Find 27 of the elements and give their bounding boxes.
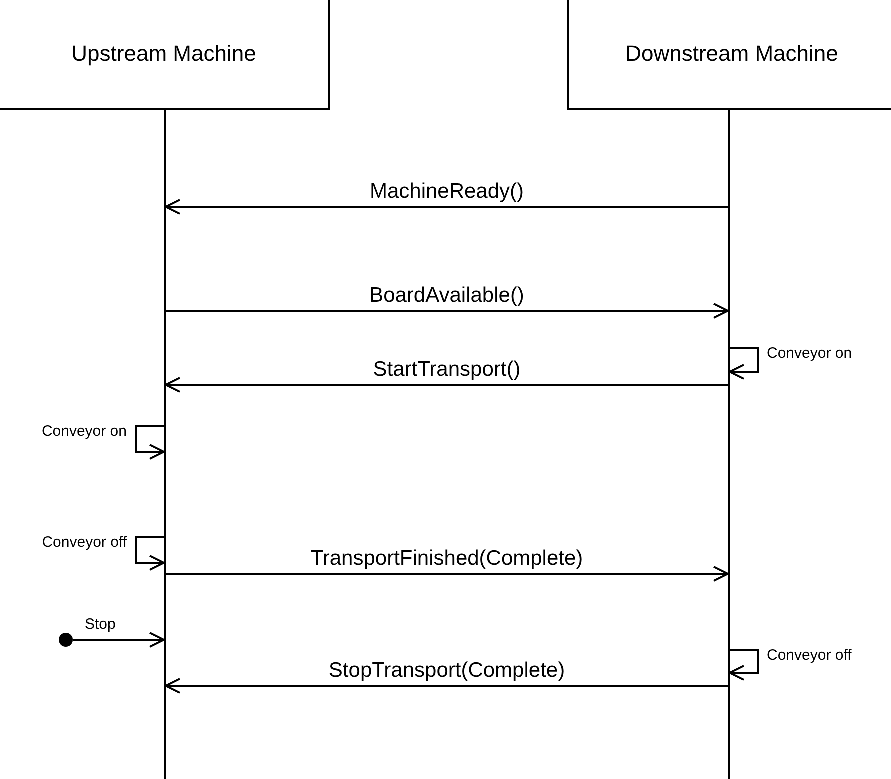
participant-name: Upstream Machine: [72, 41, 256, 67]
participant-box: [567, 0, 891, 110]
edge-label: BoardAvailable(): [370, 284, 524, 307]
lifeline: [164, 108, 166, 779]
message-arrow: [729, 649, 759, 681]
edge-label: TransportFinished(Complete): [310, 546, 584, 570]
edge-label: Conveyor off: [767, 648, 852, 664]
message-arrow: [135, 425, 165, 460]
edge-label: StartTransport(): [373, 358, 521, 381]
message-arrow: [165, 199, 728, 215]
edge-label: Conveyor on: [767, 346, 852, 362]
participant-box: [0, 0, 330, 110]
message-arrow: [135, 536, 165, 571]
message-arrow: [165, 678, 728, 694]
message-arrow: [165, 377, 728, 393]
participant-name: Downstream Machine: [626, 41, 838, 67]
message-arrow: [73, 632, 165, 648]
start-dot: [59, 633, 73, 647]
edge-label: Stop: [85, 616, 116, 633]
edge-label: Conveyor on: [42, 424, 127, 440]
edge-label: Conveyor off: [42, 535, 127, 552]
edge-label: MachineReady(): [370, 180, 524, 203]
message-arrow: [166, 303, 729, 319]
message-arrow: [729, 347, 759, 380]
edge-label: StopTransport(Complete): [328, 658, 566, 682]
message-arrow: [166, 566, 729, 582]
lifeline: [728, 108, 730, 779]
